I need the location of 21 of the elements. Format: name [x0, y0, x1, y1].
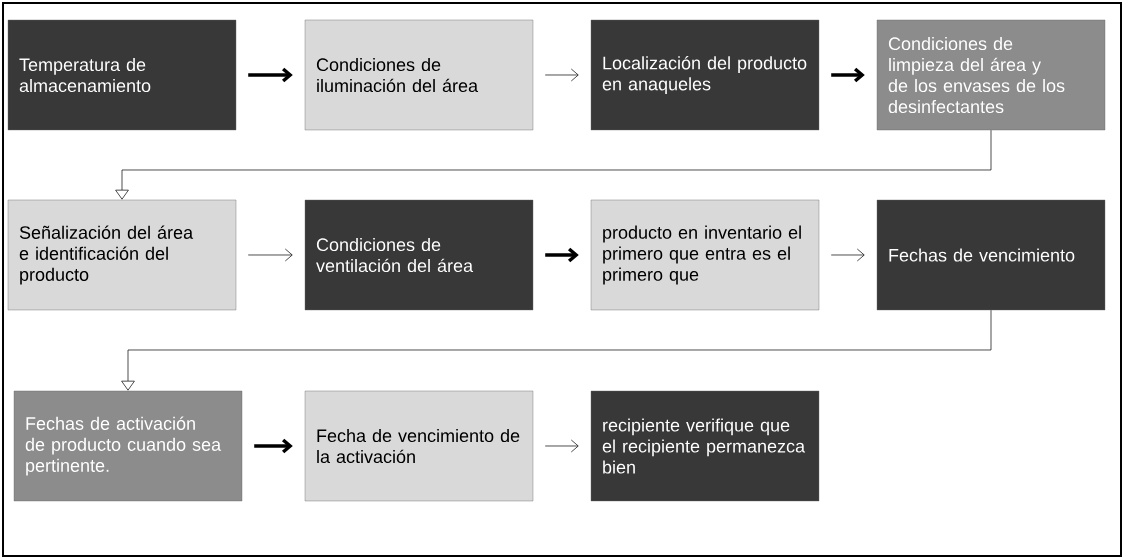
arrow: [544, 68, 579, 82]
arrow: [545, 247, 579, 263]
arrow: [831, 67, 865, 83]
arrow: [121, 309, 992, 391]
arrow: [544, 439, 579, 453]
arrow: [254, 438, 293, 454]
process-box: Localización del producto en anaqueles: [590, 19, 820, 131]
arrow: [247, 248, 293, 262]
process-box: Fechas de vencimiento: [876, 199, 1106, 311]
process-box: Señalización del área e identificación del producto: [7, 199, 237, 311]
arrow: [830, 248, 865, 262]
process-box: Temperatura de almacenamiento: [7, 19, 237, 131]
arrow: [115, 129, 992, 200]
process-box: Condiciones de limpieza del área y de los envases de los desinfectantes: [876, 19, 1106, 131]
process-box: Fecha de vencimiento de la activación: [304, 390, 534, 502]
process-box: Fechas de activación de producto cuando sea pertinente.: [13, 390, 243, 502]
process-box: recipiente verifique que el recipiente permanezca bien: [590, 390, 820, 502]
process-box: producto en inventario el primero que entra es el primero que: [590, 199, 820, 311]
process-box: Condiciones de ventilación del área: [304, 199, 534, 311]
arrow: [248, 67, 293, 83]
process-box: Condiciones de iluminación del área: [304, 19, 534, 131]
